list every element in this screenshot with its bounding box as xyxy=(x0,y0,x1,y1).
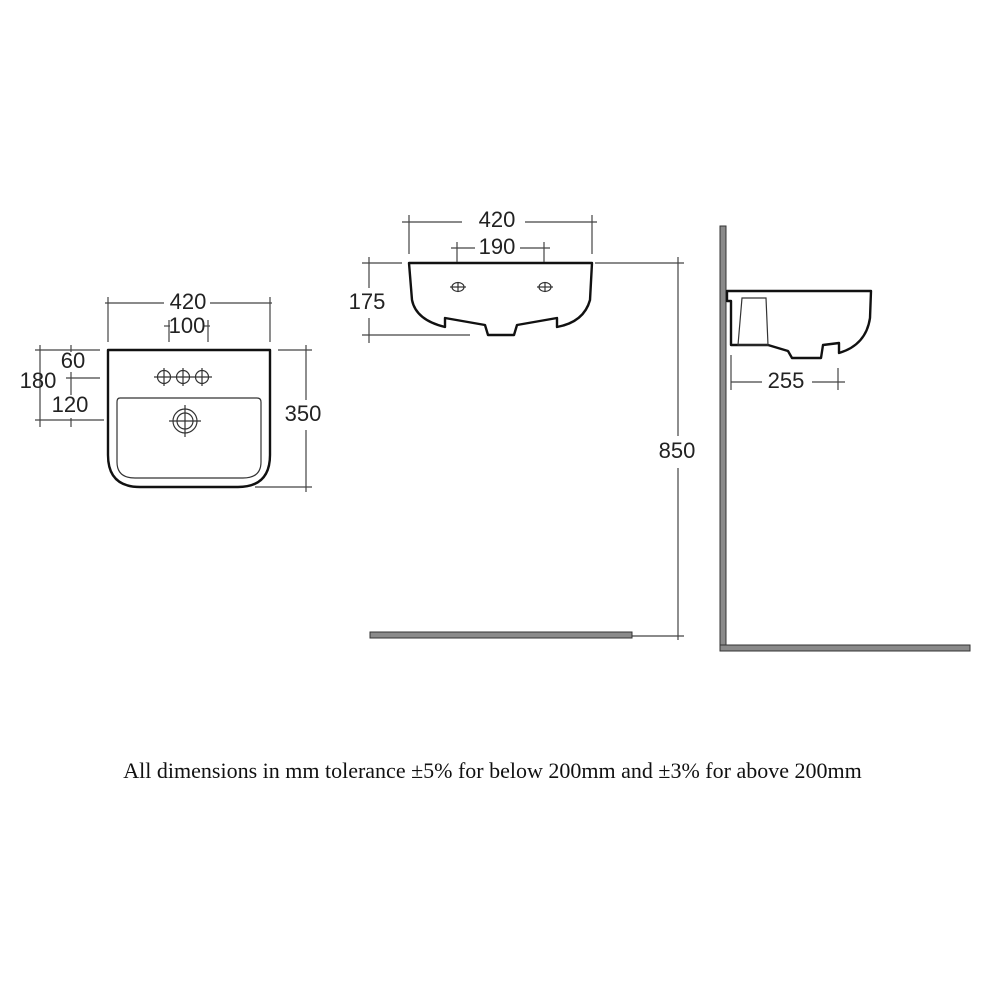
plan-depth-label: 350 xyxy=(285,401,322,426)
plan-tap-total-label: 180 xyxy=(20,368,57,393)
side-view: 255 xyxy=(719,225,971,652)
plan-tap-spacing-label: 100 xyxy=(169,313,206,338)
front-view: 420 190 175 850 xyxy=(349,207,696,640)
side-projection-label: 255 xyxy=(768,368,805,393)
plan-view: 420 100 180 60 120 350 xyxy=(20,289,322,492)
waste-outlet xyxy=(169,405,201,437)
plan-dimension-lines xyxy=(35,297,312,492)
pedestal-cover xyxy=(737,297,769,346)
wall xyxy=(719,225,727,651)
side-dimension-lines xyxy=(730,355,845,390)
basin-plan-outline xyxy=(106,348,272,489)
front-tap-holes xyxy=(450,281,553,293)
plan-waste-offset-label: 120 xyxy=(52,392,89,417)
basin-front-outline xyxy=(407,261,594,337)
plan-tap-offset-label: 60 xyxy=(61,348,85,373)
basin-side-outline xyxy=(725,289,873,360)
tolerance-caption: All dimensions in mm tolerance ±5% for b… xyxy=(123,758,862,783)
basin-bowl-outline xyxy=(116,397,262,479)
front-hole-spacing-label: 190 xyxy=(479,234,516,259)
mount-height-label: 850 xyxy=(659,438,696,463)
tap-holes xyxy=(154,368,212,386)
plan-width-label: 420 xyxy=(170,289,207,314)
front-height-label: 175 xyxy=(349,289,386,314)
floor-line xyxy=(369,631,633,639)
front-width-label: 420 xyxy=(479,207,516,232)
front-dimension-lines xyxy=(362,215,684,640)
side-floor xyxy=(719,644,971,652)
